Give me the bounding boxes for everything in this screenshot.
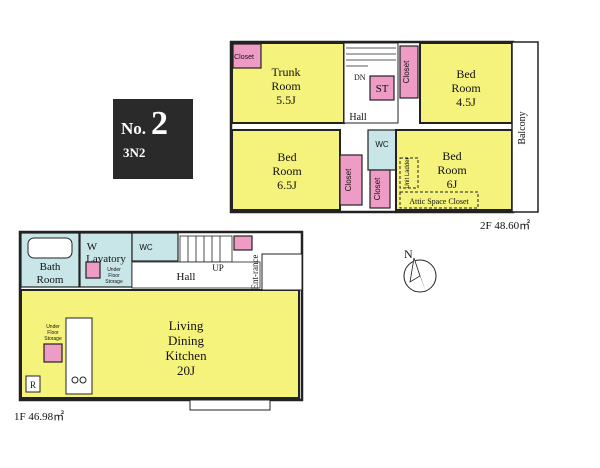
entrance xyxy=(261,253,303,291)
unit-ladder-label: Unit Ladder xyxy=(405,157,411,188)
bed-a-size: 4.5J xyxy=(456,95,476,109)
hall-1f-label: Hall xyxy=(177,271,196,283)
lav-storage-3: Storage xyxy=(105,279,123,285)
ldk-name3: Kitchen xyxy=(165,348,207,363)
bed-a-name2: Room xyxy=(451,81,481,95)
plan-number-badge: No. 2 3N2 xyxy=(113,99,193,179)
refrigerator-label: R xyxy=(30,380,36,390)
bed-room-c xyxy=(395,129,513,211)
up-label: UP xyxy=(212,263,224,273)
bed-c-name1: Bed xyxy=(442,149,461,163)
bed-b-size: 6.5J xyxy=(277,178,297,192)
w-label: W xyxy=(87,241,98,253)
trunk-closet xyxy=(232,43,262,69)
trunk-room xyxy=(231,42,345,124)
wc-1f-label: WC xyxy=(139,243,153,252)
badge-diamond xyxy=(113,99,193,179)
ldk-name1: Living xyxy=(169,318,204,333)
lav-storage-1: Under xyxy=(107,267,121,273)
lavatory-label: Lavatory xyxy=(86,253,126,265)
floor-1-plan xyxy=(18,230,304,411)
attic-closet-label: Attic Space Closet xyxy=(409,197,469,206)
floor-2-plan xyxy=(229,40,539,214)
north-label: N xyxy=(404,247,413,261)
floor-2-area: 2F 48.60㎡ xyxy=(480,219,530,232)
balcony xyxy=(511,41,539,213)
bed-room-b xyxy=(231,129,341,211)
bed-a-closet xyxy=(399,45,419,99)
ldk-name2: Dining xyxy=(168,333,205,348)
living-dining-kitchen xyxy=(20,289,300,399)
bed-b-name2: Room xyxy=(272,164,302,178)
wc-1f xyxy=(131,232,179,262)
trunk-closet-label: Closet xyxy=(234,54,254,61)
lav-storage-2: Floor xyxy=(108,273,120,279)
underfloor-storage-lav xyxy=(85,261,101,279)
wc-2f xyxy=(367,129,397,171)
st-storage xyxy=(369,75,395,101)
trunk-room-name1: Trunk xyxy=(272,65,301,79)
ldk-size: 20J xyxy=(177,363,195,378)
kitchen-counter xyxy=(65,317,93,395)
refrigerator-space xyxy=(25,375,41,393)
bed-b-closet xyxy=(339,154,363,206)
stairs-2f xyxy=(346,47,396,67)
trunk-room-size: 5.5J xyxy=(276,93,296,107)
bed-a-closet-label: Closet xyxy=(402,60,411,83)
bed-b-name1: Bed xyxy=(277,150,296,164)
bed-room-a xyxy=(419,42,513,124)
trunk-room-name2: Room xyxy=(271,79,301,93)
unit-ladder xyxy=(399,157,419,189)
entrance-label: Ent-rance xyxy=(250,255,260,290)
balcony-label: Balcony xyxy=(517,111,528,144)
badge-number: 2 xyxy=(151,105,168,142)
badge-prefix: No. xyxy=(121,119,147,138)
bath-name2: Room xyxy=(37,274,64,286)
compass-north-arrow: N xyxy=(403,247,437,293)
underfloor-storage-kitchen xyxy=(43,343,63,363)
bed-a-name1: Bed xyxy=(456,67,475,81)
bed-b-closet-label: Closet xyxy=(344,168,353,191)
kitchen-storage-1: Under xyxy=(46,324,60,330)
hall-2f-label: Hall xyxy=(349,112,366,123)
st-label: ST xyxy=(376,83,389,95)
bay-window xyxy=(189,399,271,411)
kitchen-storage-3: Storage xyxy=(44,336,62,342)
hall-1f xyxy=(131,261,261,289)
bath-name1: Bath xyxy=(40,261,61,273)
kitchen-storage-2: Floor xyxy=(47,330,59,336)
badge-code: 3N2 xyxy=(123,145,146,160)
floor-1-area: 1F 46.98㎡ xyxy=(14,410,64,423)
bed-c-closet xyxy=(369,169,391,209)
stairs-1f xyxy=(179,235,233,263)
bed-c-size: 6J xyxy=(447,177,458,191)
bed-c-name2: Room xyxy=(437,163,467,177)
attic-space-closet xyxy=(399,191,479,209)
shoe-closet xyxy=(233,235,253,251)
bathtub xyxy=(27,237,73,259)
bed-c-closet-label: Closet xyxy=(373,177,382,200)
dn-label: DN xyxy=(354,73,366,82)
wc-2f-label: WC xyxy=(375,140,389,149)
